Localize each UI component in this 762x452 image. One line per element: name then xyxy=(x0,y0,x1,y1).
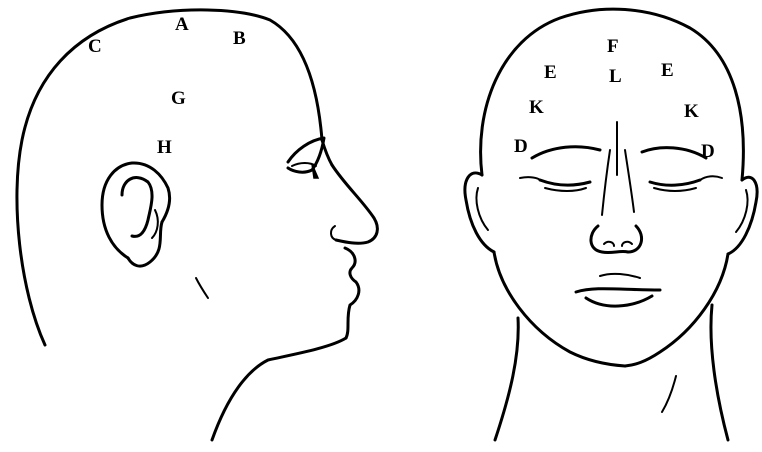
label-f: F xyxy=(607,36,619,57)
front-labels: F L E E K K D D xyxy=(514,36,715,162)
front-upper-lip xyxy=(600,274,640,278)
front-eye-right-crease xyxy=(700,176,722,180)
side-ear-ridge xyxy=(152,210,158,238)
front-mouth xyxy=(576,289,660,292)
label-g: G xyxy=(171,88,186,109)
label-e-right: E xyxy=(661,60,674,81)
front-ear-right-inner xyxy=(736,190,748,232)
side-eye xyxy=(288,138,324,172)
front-eye-right-lash xyxy=(654,188,696,191)
side-nose-profile xyxy=(332,165,377,243)
front-neck-left xyxy=(495,318,518,440)
side-skull-outline xyxy=(17,10,322,345)
side-jaw-neck xyxy=(212,338,346,440)
front-eye-left xyxy=(540,180,590,185)
label-e-left: E xyxy=(544,62,557,83)
label-c: C xyxy=(88,36,102,57)
front-face-left xyxy=(494,252,625,366)
front-ear-left-inner xyxy=(476,188,488,230)
front-ear-right xyxy=(728,177,757,254)
label-k-left: K xyxy=(529,97,544,118)
front-nostril-left xyxy=(604,242,614,246)
front-nostril-right xyxy=(622,242,632,246)
front-nose-bridge-right xyxy=(625,150,634,212)
front-brow-left xyxy=(532,147,600,158)
front-nose-bridge-left xyxy=(602,150,610,215)
front-eye-left-lash xyxy=(545,188,586,191)
side-ear-fold xyxy=(122,178,152,237)
label-d-left: D xyxy=(514,136,528,157)
front-eye-left-crease xyxy=(520,177,540,180)
front-neck-right xyxy=(711,305,728,440)
label-d-right: D xyxy=(701,141,715,162)
side-lips-chin xyxy=(345,248,359,338)
side-nostril xyxy=(331,226,336,240)
side-jaw-line xyxy=(196,278,208,298)
label-a: A xyxy=(175,14,189,35)
label-l: L xyxy=(609,66,622,87)
front-nose xyxy=(591,226,642,253)
side-labels: A B C G H xyxy=(88,14,246,158)
label-k-right: K xyxy=(684,101,699,122)
label-h: H xyxy=(157,137,172,158)
side-profile-head xyxy=(17,10,377,440)
front-eye-right xyxy=(650,180,700,185)
front-neck-crease xyxy=(662,376,676,412)
front-lower-lip xyxy=(586,296,652,306)
front-brow-right xyxy=(642,148,706,158)
label-b: B xyxy=(233,28,246,49)
